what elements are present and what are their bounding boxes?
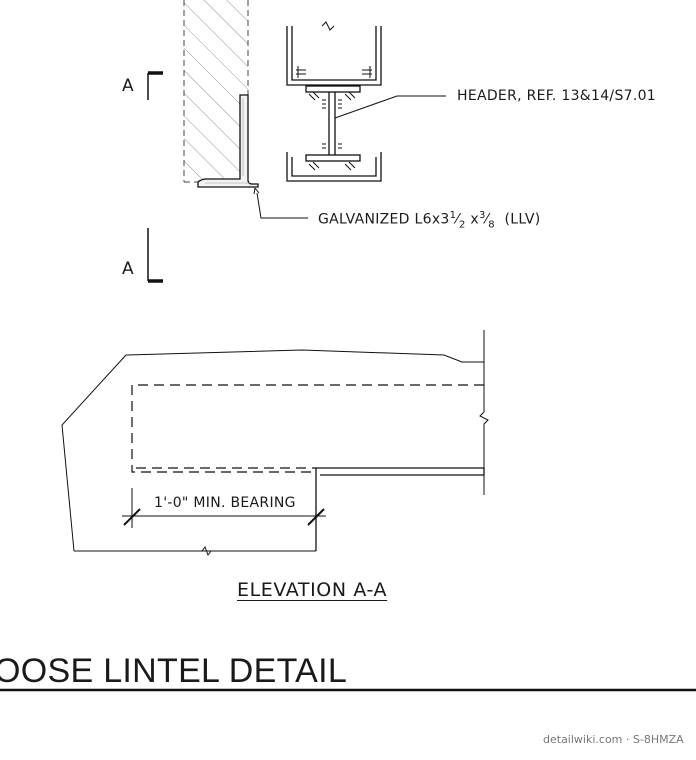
section-view: [147, 0, 446, 283]
bearing-dimension-label: 1'-0" MIN. BEARING: [154, 495, 296, 511]
elevation-view: [61, 330, 489, 557]
leader-lines: [253, 95, 446, 219]
angle-callout: GALVANIZED L6x31⁄2 x3⁄8 (LLV): [318, 210, 541, 231]
fasteners: [296, 66, 372, 171]
angle-half-numerator: 1: [449, 210, 457, 221]
section-cut-label-bottom: A: [122, 259, 134, 279]
section-cut-label-top: A: [122, 76, 134, 96]
section-cut-marks: [147, 71, 163, 283]
angle-thickness-denominator: 8: [488, 219, 495, 231]
elevation-title: ELEVATION A-A: [237, 579, 388, 601]
masonry-wall: [183, 0, 249, 183]
sheet-title: OOSE LINTEL DETAIL: [0, 652, 348, 690]
angle-times: x: [465, 211, 479, 228]
angle-callout-prefix: GALVANIZED L6x3: [318, 211, 450, 228]
watermark: detailwiki.com · S-8HMZA: [543, 733, 684, 746]
header-callout: HEADER, REF. 13&14/S7.01: [457, 88, 657, 104]
steel-angle: [197, 94, 259, 188]
angle-callout-suffix: (LLV): [504, 211, 541, 228]
angle-half-denominator: 2: [458, 219, 466, 231]
angle-thickness-numerator: 3: [478, 210, 486, 221]
bearing-dimension: [122, 488, 326, 528]
header-assembly: [286, 21, 382, 182]
